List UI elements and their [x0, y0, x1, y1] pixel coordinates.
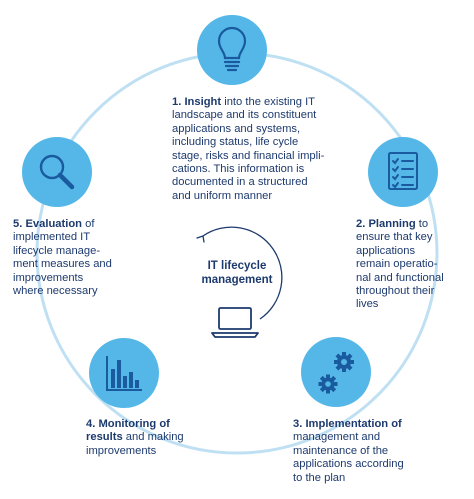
step3-line: to the plan — [293, 471, 346, 484]
step5-line: ment measures and — [13, 258, 112, 271]
step5-line: improvements — [13, 271, 84, 284]
step3-node — [301, 337, 371, 407]
step1-title: 1. Insight — [172, 96, 222, 108]
magnifier-icon — [39, 154, 75, 190]
step2-line: lives — [356, 298, 379, 311]
step1-line: landscape and its constituent — [172, 109, 317, 122]
step3-line: management and — [293, 431, 381, 444]
step3-text: 3. Implementation of management and main… — [293, 418, 453, 485]
step1-line: and uniform manner — [172, 189, 273, 202]
step2-line: throughout their — [356, 285, 435, 298]
step2-line: to — [418, 218, 429, 230]
step2-line: applications — [356, 244, 416, 257]
step2-title: 2. Planning — [356, 218, 416, 230]
lightbulb-icon — [217, 26, 247, 72]
center-label-line2: management — [201, 274, 273, 286]
center-label-line1: IT lifecycle — [207, 260, 267, 272]
bar-chart-icon — [106, 356, 142, 391]
gears-icon — [318, 352, 354, 394]
step1-text: 1. Insight into the existing IT landscap… — [172, 96, 352, 203]
step2-line: remain operatio- — [356, 258, 438, 271]
step3-line: maintenance of the — [293, 444, 389, 457]
step1-line: stage, risks and financial impli- — [172, 149, 325, 162]
step5-line: lifecycle manage- — [13, 244, 101, 257]
step2-node — [368, 137, 438, 207]
step1-line: cations. This information is — [172, 163, 305, 176]
center-label: IT lifecycle management — [196, 259, 278, 287]
checklist-icon — [388, 152, 418, 190]
step5-line: implemented IT — [13, 231, 91, 244]
step3-line: applications according — [293, 458, 404, 471]
step2-text: 2. Planning to ensure that key applicati… — [356, 218, 472, 312]
step2-line: ensure that key — [356, 231, 433, 244]
laptop-icon — [211, 307, 259, 338]
step4-line: improvements — [86, 444, 157, 457]
step4-line: and making — [125, 431, 184, 444]
step4-text: 4. Monitoring of results and making impr… — [86, 418, 226, 458]
step2-line: nal and functional — [356, 271, 444, 284]
step4-title: 4. Monitoring of — [86, 418, 170, 430]
center-cycle-arrow — [196, 226, 283, 320]
step1-line: documented in a structured — [172, 176, 308, 189]
step1-node — [197, 15, 267, 85]
step5-node — [22, 137, 92, 207]
step5-line: where necessary — [13, 285, 98, 298]
step5-text: 5. Evaluation of implemented IT lifecycl… — [13, 218, 143, 298]
step1-line: into the existing IT — [224, 96, 316, 108]
step5-title: 5. Evaluation — [13, 218, 83, 230]
step4-title-2: results — [86, 431, 123, 444]
step1-line: including status, life cycle — [172, 136, 299, 149]
step5-line: of — [85, 218, 95, 230]
step3-title: 3. Implementation of — [293, 418, 402, 430]
step1-line: applications and systems, — [172, 122, 301, 135]
step4-node — [89, 338, 159, 408]
